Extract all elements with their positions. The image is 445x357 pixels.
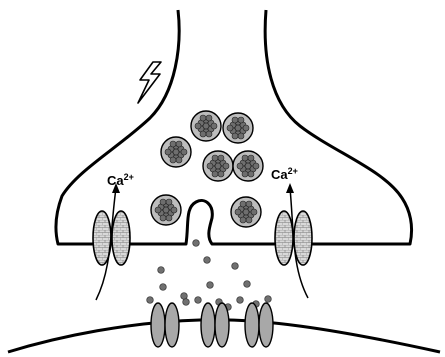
neurotransmitter-dot: [160, 284, 167, 291]
neurotransmitter-dot: [195, 297, 202, 304]
vesicle: [191, 111, 221, 141]
receptor-subunit: [215, 303, 229, 347]
vesicle: [161, 137, 191, 167]
vesicle: [151, 195, 181, 225]
calcium-label-left: Ca2+: [107, 172, 134, 188]
postsynaptic-receptors: [151, 303, 273, 347]
calcium-label-right: Ca2+: [271, 166, 298, 182]
neurotransmitter-dot: [265, 296, 272, 303]
vesicle: [223, 113, 253, 143]
neurotransmitter-dot: [207, 282, 214, 289]
neurotransmitter-dot: [232, 263, 239, 270]
receptor-subunit: [259, 303, 273, 347]
vesicle: [231, 197, 261, 227]
vesicle: [203, 151, 233, 181]
neurotransmitter-dot: [237, 297, 244, 304]
receptor-subunit: [165, 303, 179, 347]
neurotransmitter-dot: [244, 281, 251, 288]
receptor-subunit: [201, 303, 215, 347]
receptor-subunit: [151, 303, 165, 347]
neurotransmitter-dot: [183, 299, 190, 306]
neurotransmitter-dot: [181, 293, 188, 300]
neurotransmitter-dot: [147, 297, 154, 304]
neurotransmitter-dot: [204, 257, 211, 264]
vesicle: [233, 151, 263, 181]
neurotransmitter-dot: [193, 240, 200, 247]
lightning-bolt-icon: [138, 62, 161, 103]
synaptic-vesicles: [151, 111, 263, 227]
neurotransmitter-molecules: [147, 240, 272, 311]
receptor-subunit: [245, 303, 259, 347]
neurotransmitter-dot: [158, 267, 165, 274]
